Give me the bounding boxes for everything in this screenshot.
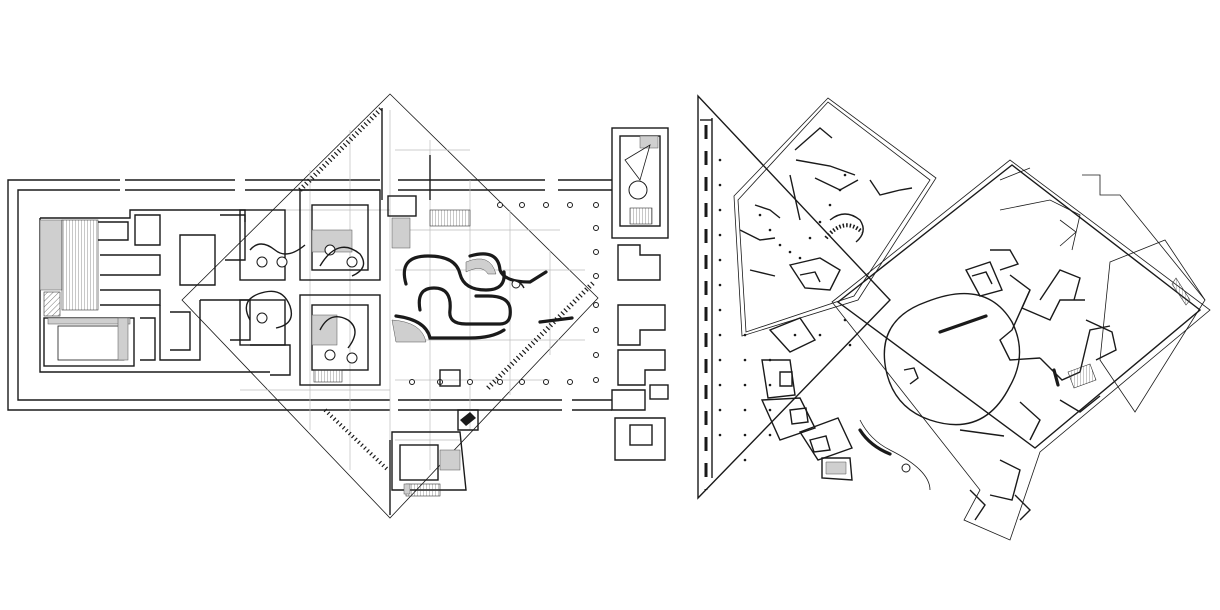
left-block — [39, 214, 291, 376]
plan-right — [697, 94, 1211, 541]
bottom-annex — [389, 409, 479, 515]
oval-hall — [883, 292, 1021, 437]
center-rooms — [239, 189, 471, 387]
jagged-walls — [858, 219, 1117, 521]
rotated-square — [831, 159, 1211, 541]
tilted-gallery — [733, 97, 937, 337]
triangle-frame — [697, 94, 891, 500]
right-wing-blocks — [611, 127, 669, 461]
fan-cluster — [760, 317, 853, 481]
dot-grid — [718, 158, 852, 462]
sinuous-walls — [391, 252, 574, 343]
plan-left — [7, 93, 669, 519]
colonnade — [409, 202, 599, 385]
